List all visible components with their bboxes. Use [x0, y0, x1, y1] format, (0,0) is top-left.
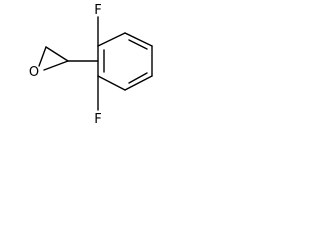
- fluorine-bottom-label: F: [94, 112, 101, 127]
- ring-bond-c5-c6: [97, 75, 126, 91]
- oxygen-label: O: [29, 65, 39, 80]
- ring-bond-c2-c3: [124, 32, 153, 47]
- epoxide-bond-c-c: [45, 46, 69, 62]
- ring-bond-c1-c2: [97, 32, 126, 47]
- epoxide-bond-o-c: [38, 46, 47, 67]
- fluorine-top-label: F: [94, 3, 101, 18]
- chemical-structure: F F O: [29, 3, 153, 127]
- ring-bond-c4-c5: [124, 75, 153, 91]
- ring-double-bond-inner-b: [128, 72, 148, 84]
- epoxide-bond-c-o: [43, 60, 69, 71]
- ring-double-bond-inner-a: [128, 39, 148, 50]
